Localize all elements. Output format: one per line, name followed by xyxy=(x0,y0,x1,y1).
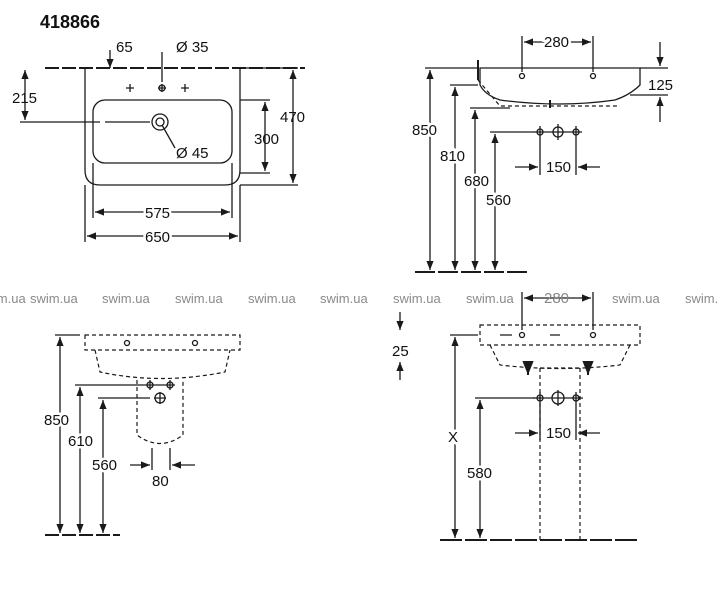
supply-connections-icon xyxy=(534,124,582,140)
drawing-title: 418866 xyxy=(40,12,100,32)
pedestal-front-view: 280 25 150 X 580 xyxy=(392,290,641,541)
dim-560: 560 xyxy=(92,457,117,474)
dim-125: 125 xyxy=(648,77,673,94)
dim-65: 65 xyxy=(116,39,133,56)
dim-dia-45: Ø 45 xyxy=(176,145,209,162)
pedestal-side-view: 80 850 610 560 xyxy=(42,334,241,536)
dim-150: 150 xyxy=(546,159,571,176)
dim-680: 680 xyxy=(464,173,489,190)
side-view: 280 125 850 810 680 560 150 xyxy=(410,32,676,273)
top-view: 65 Ø 35 Ø 45 215 300 470 575 650 xyxy=(12,39,305,249)
dim-280: 280 xyxy=(544,34,569,51)
dim-300: 300 xyxy=(254,131,279,148)
drain-icon xyxy=(151,113,169,131)
dim-580: 580 xyxy=(467,465,492,482)
dim-280: 280 xyxy=(544,290,569,307)
dim-25: 25 xyxy=(392,343,409,360)
tap-hole-icon xyxy=(126,84,189,92)
svg-text:swim.ua: swim.ua xyxy=(248,291,296,306)
watermark-row: swim.ua swim.ua swim.ua swim.ua swim.ua … xyxy=(0,291,717,306)
dim-850: 850 xyxy=(44,412,69,429)
svg-text:swim.ua: swim.ua xyxy=(30,291,78,306)
dim-650: 650 xyxy=(145,229,170,246)
svg-text:swim.ua: swim.ua xyxy=(612,291,660,306)
dim-215: 215 xyxy=(12,90,37,107)
dim-x: X xyxy=(448,429,458,446)
svg-text:swim.ua: swim.ua xyxy=(102,291,150,306)
dim-850: 850 xyxy=(412,122,437,139)
dim-560: 560 xyxy=(486,192,511,209)
svg-text:swim.ua: swim.ua xyxy=(175,291,223,306)
svg-text:swim.ua: swim.ua xyxy=(0,291,26,306)
dim-dia-35: Ø 35 xyxy=(176,39,209,56)
dim-610: 610 xyxy=(68,433,93,450)
svg-text:swim.ua: swim.ua xyxy=(685,291,717,306)
dim-470: 470 xyxy=(280,109,305,126)
dim-150: 150 xyxy=(546,425,571,442)
svg-text:swim.ua: swim.ua xyxy=(466,291,514,306)
dim-80: 80 xyxy=(152,473,169,490)
svg-text:swim.ua: swim.ua xyxy=(393,291,441,306)
dim-575: 575 xyxy=(145,205,170,222)
dim-810: 810 xyxy=(440,148,465,165)
svg-text:swim.ua: swim.ua xyxy=(320,291,368,306)
